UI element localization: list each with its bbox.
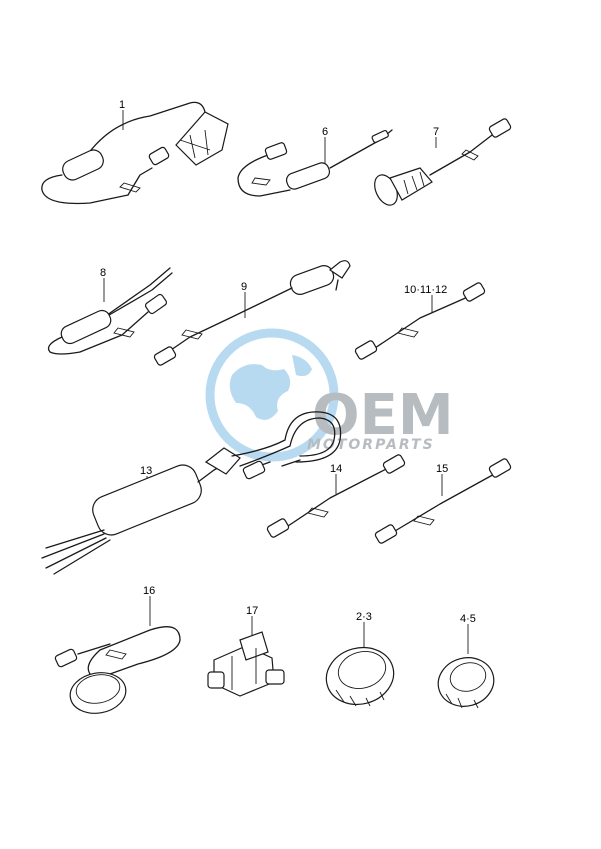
part-13-multi-wire-harness xyxy=(41,411,342,575)
label-part-15: 15 xyxy=(436,463,448,475)
label-part-9: 9 xyxy=(241,281,247,293)
label-part-6: 6 xyxy=(322,126,328,138)
part-10-11-12-extension-cable xyxy=(354,282,486,360)
label-part-7: 7 xyxy=(433,126,439,138)
label-part-13: 13 xyxy=(140,465,152,477)
label-part-2-3: 2·3 xyxy=(356,611,372,623)
globe-icon xyxy=(205,328,339,462)
label-part-16: 16 xyxy=(143,585,155,597)
label-part-14: 14 xyxy=(330,463,342,475)
watermark-brand: OEM xyxy=(312,383,454,448)
part-2-3-mounting-ring xyxy=(325,622,395,707)
part-9-sensor-cable xyxy=(153,260,351,366)
part-8-cable xyxy=(47,267,173,355)
label-part-8: 8 xyxy=(100,267,106,279)
part-6-cable-filter xyxy=(237,129,393,197)
part-4-5-mounting-ring xyxy=(437,624,495,709)
part-16-round-sensor-cable xyxy=(54,596,181,714)
label-part-10-11-12: 10·11·12 xyxy=(404,284,447,296)
label-part-1: 1 xyxy=(119,99,125,111)
part-1-cable-with-bracket xyxy=(41,101,229,205)
label-part-17: 17 xyxy=(246,605,258,617)
part-17-t-connector xyxy=(207,616,285,697)
watermark-tagline: MOTORPARTS xyxy=(307,437,435,453)
part-14-extension-cable xyxy=(266,454,406,538)
watermark-logo: OEM MOTORPARTS xyxy=(205,328,454,462)
label-part-4-5: 4·5 xyxy=(460,613,476,625)
part-7-throughhull-cable xyxy=(374,118,512,206)
part-15-extension-cable xyxy=(374,458,512,544)
